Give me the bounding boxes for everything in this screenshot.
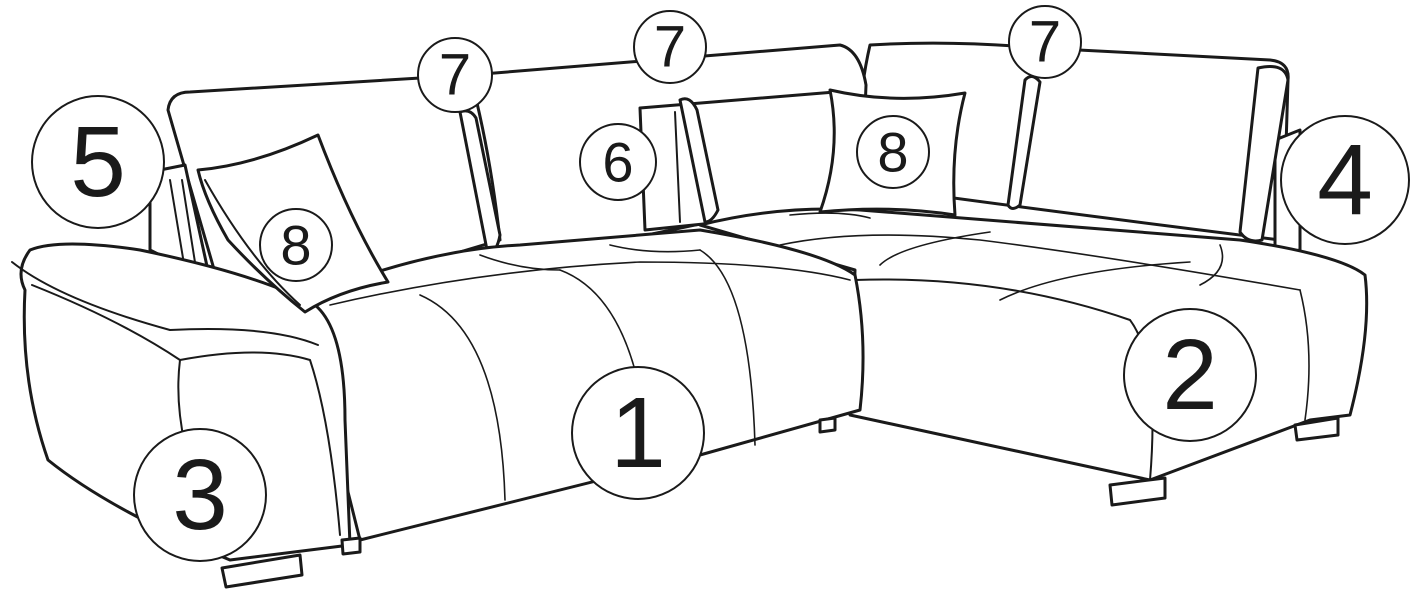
callout-7-right: 7	[1009, 6, 1081, 78]
callout-4-label: 4	[1317, 124, 1373, 236]
callout-8-right-label: 8	[877, 121, 908, 184]
main-seat-leg	[820, 418, 835, 432]
callout-8-left: 8	[260, 209, 332, 281]
callout-8-right: 8	[857, 116, 929, 188]
callout-1-label: 1	[610, 377, 666, 489]
callout-4: 4	[1281, 116, 1409, 244]
callout-8-left-label: 8	[280, 214, 311, 277]
callout-7-middle: 7	[634, 11, 706, 83]
callout-7-left-label: 7	[439, 43, 471, 108]
callout-5-label: 5	[70, 106, 126, 218]
callout-6-label: 6	[602, 131, 633, 194]
callout-1: 1	[572, 367, 704, 499]
callout-7-left: 7	[418, 38, 492, 112]
callout-5: 5	[32, 96, 164, 228]
callout-7-right-label: 7	[1029, 10, 1061, 75]
callout-6: 6	[580, 124, 656, 200]
callout-2: 2	[1124, 309, 1256, 441]
callout-3-label: 3	[172, 439, 228, 551]
callout-2-label: 2	[1162, 319, 1218, 431]
callout-3: 3	[134, 429, 266, 561]
callout-7-middle-label: 7	[654, 15, 686, 80]
